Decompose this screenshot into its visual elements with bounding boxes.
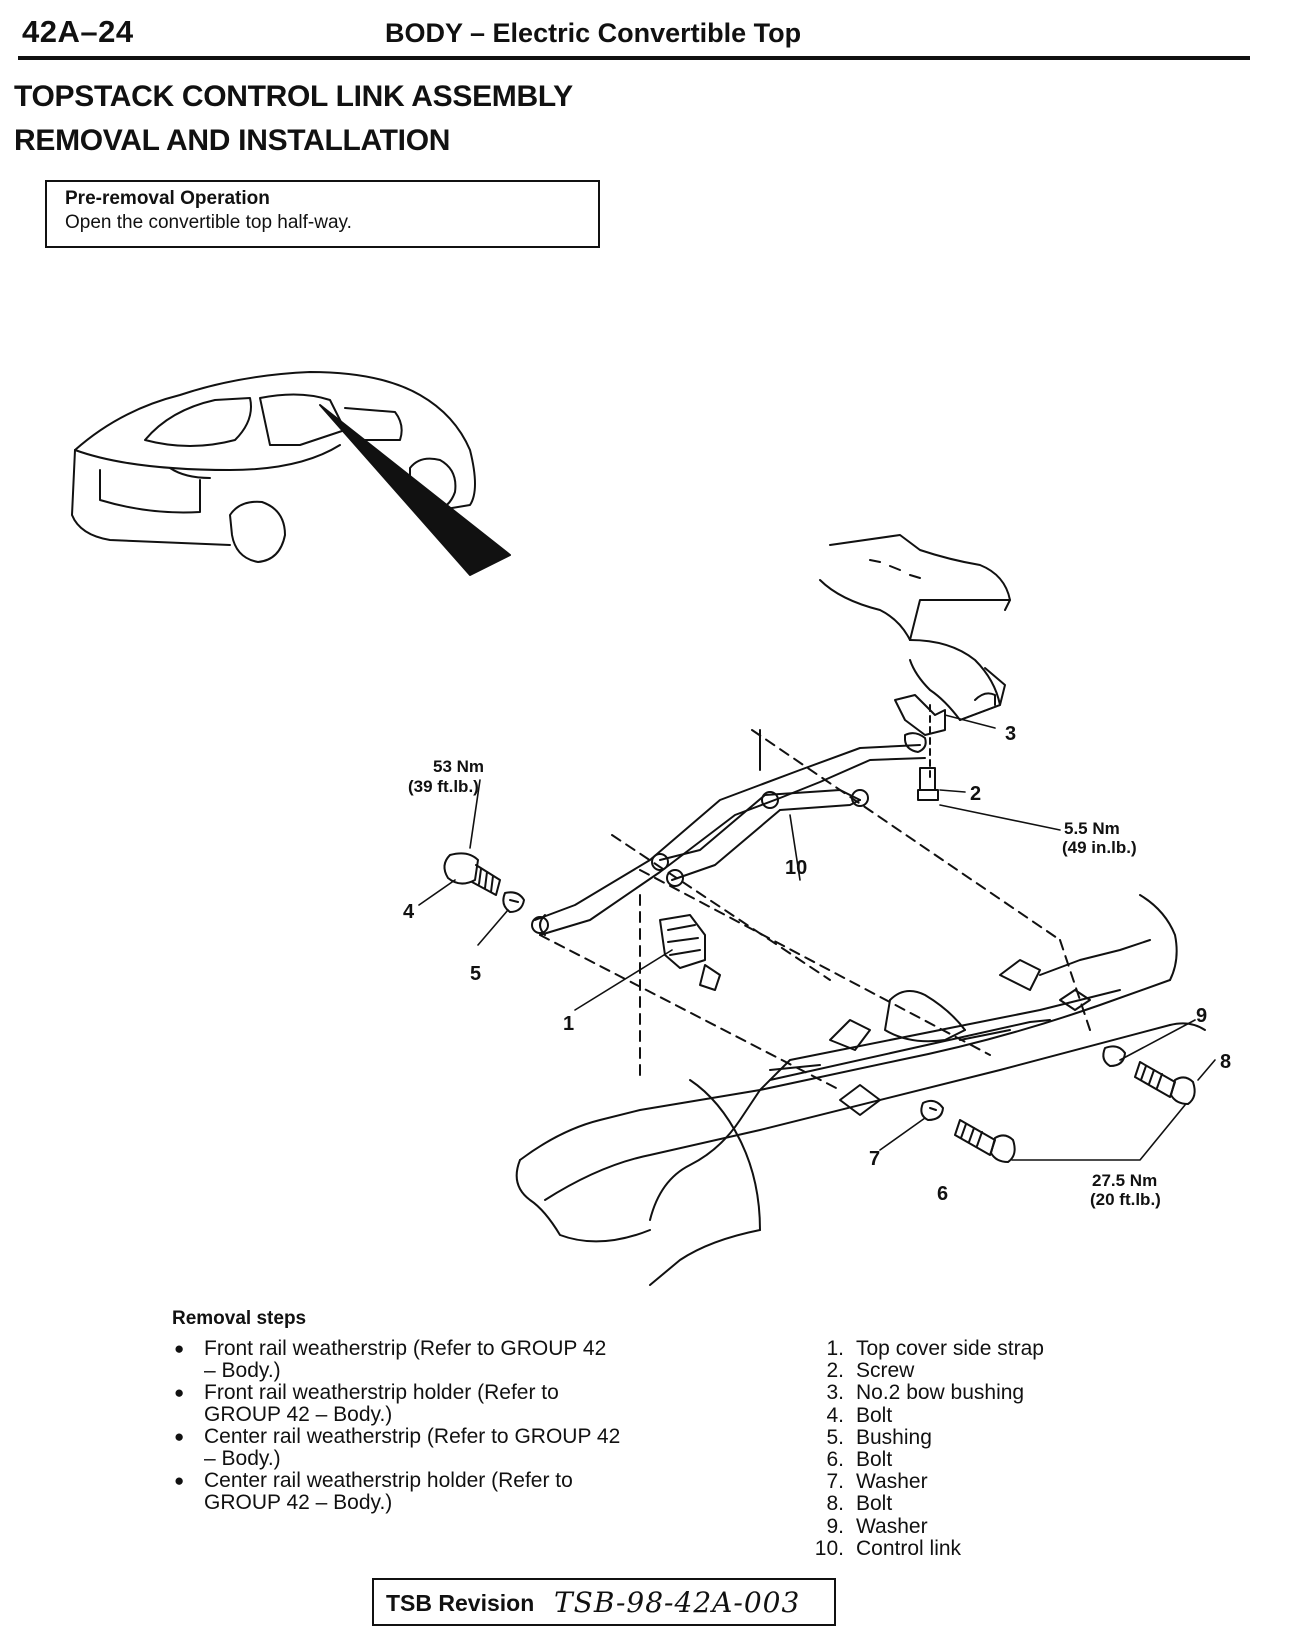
callout-10: 10 [785, 857, 807, 879]
removal-step: Front rail weatherstrip holder (Refer to… [172, 1382, 622, 1426]
list-item: 7.Washer [826, 1470, 928, 1494]
tsb-revision-box: TSB Revision TSB-98-42A-003 [372, 1578, 836, 1626]
torque-53nm: 53 Nm [433, 757, 484, 776]
callout-4: 4 [403, 901, 415, 923]
bushing-5-part [502, 891, 525, 913]
car-locator-icon [71, 371, 476, 563]
washer-9-part [1102, 1045, 1126, 1067]
page-title-line2: REMOVAL AND INSTALLATION [14, 124, 451, 157]
list-item: 2.Screw [826, 1359, 915, 1383]
callout-7: 7 [869, 1148, 880, 1170]
section-title: BODY – Electric Convertible Top [385, 18, 802, 48]
control-link-part [531, 729, 926, 936]
bolt-8-part [1134, 1061, 1196, 1105]
callout-8: 8 [1220, 1051, 1231, 1073]
removal-steps: Removal steps Front rail weatherstrip (R… [172, 1308, 622, 1514]
top-bow-section [819, 534, 1011, 781]
header-rule [18, 56, 1250, 60]
removal-step: Center rail weatherstrip (Refer to GROUP… [172, 1426, 622, 1470]
list-item: 4.Bolt [826, 1403, 893, 1427]
page-title-line1: TOPSTACK CONTROL LINK ASSEMBLY [14, 80, 573, 113]
tsb-revision-number: TSB-98-42A-003 [554, 1586, 801, 1619]
list-item: 1.Top cover side strap [826, 1337, 1044, 1360]
pre-removal-heading: Pre-removal Operation [65, 188, 270, 209]
body-rail-section [515, 894, 1206, 1286]
list-item: 6.Bolt [826, 1448, 893, 1472]
pre-removal-box: Pre-removal Operation Open the convertib… [45, 180, 600, 248]
removal-step: Center rail weatherstrip holder (Refer t… [172, 1470, 622, 1514]
callout-1: 1 [563, 1013, 574, 1035]
side-strap-part [659, 914, 721, 991]
torque-39ftlb: (39 ft.lb.) [408, 777, 479, 796]
list-item: 3.No.2 bow bushing [826, 1381, 1025, 1405]
page-number: 42A–24 [22, 14, 134, 49]
callout-2: 2 [970, 783, 981, 805]
torque-27-5nm: 27.5 Nm [1092, 1171, 1157, 1190]
torque-5-5nm: 5.5 Nm [1064, 819, 1120, 838]
bolt-6-part [954, 1119, 1016, 1163]
list-item: 9.Washer [826, 1514, 928, 1538]
callout-6: 6 [937, 1183, 948, 1205]
torque-49inlb: (49 in.lb.) [1062, 838, 1137, 857]
pre-removal-text: Open the convertible top half-way. [65, 212, 352, 233]
list-item: 10.Control link [814, 1536, 962, 1560]
washer-7-part [920, 1099, 944, 1121]
tsb-label: TSB Revision [386, 1590, 535, 1616]
removal-heading: Removal steps [172, 1308, 307, 1329]
callout-5: 5 [470, 963, 481, 985]
alignment-lines [539, 729, 1091, 1091]
leader-lines [418, 714, 1216, 1161]
bolt-4-part [443, 852, 501, 896]
screw-part [917, 767, 939, 801]
callout-9: 9 [1196, 1005, 1207, 1027]
list-item: 5.Bushing [826, 1425, 932, 1449]
list-item: 8.Bolt [826, 1492, 893, 1516]
callout-3: 3 [1005, 723, 1016, 745]
removal-step: Front rail weatherstrip (Refer to GROUP … [172, 1338, 622, 1382]
parts-list: 1.Top cover side strap 2.Screw 3.No.2 bo… [800, 1337, 1044, 1560]
torque-20ftlb: (20 ft.lb.) [1090, 1190, 1161, 1209]
bow-bushing-part [894, 694, 946, 753]
